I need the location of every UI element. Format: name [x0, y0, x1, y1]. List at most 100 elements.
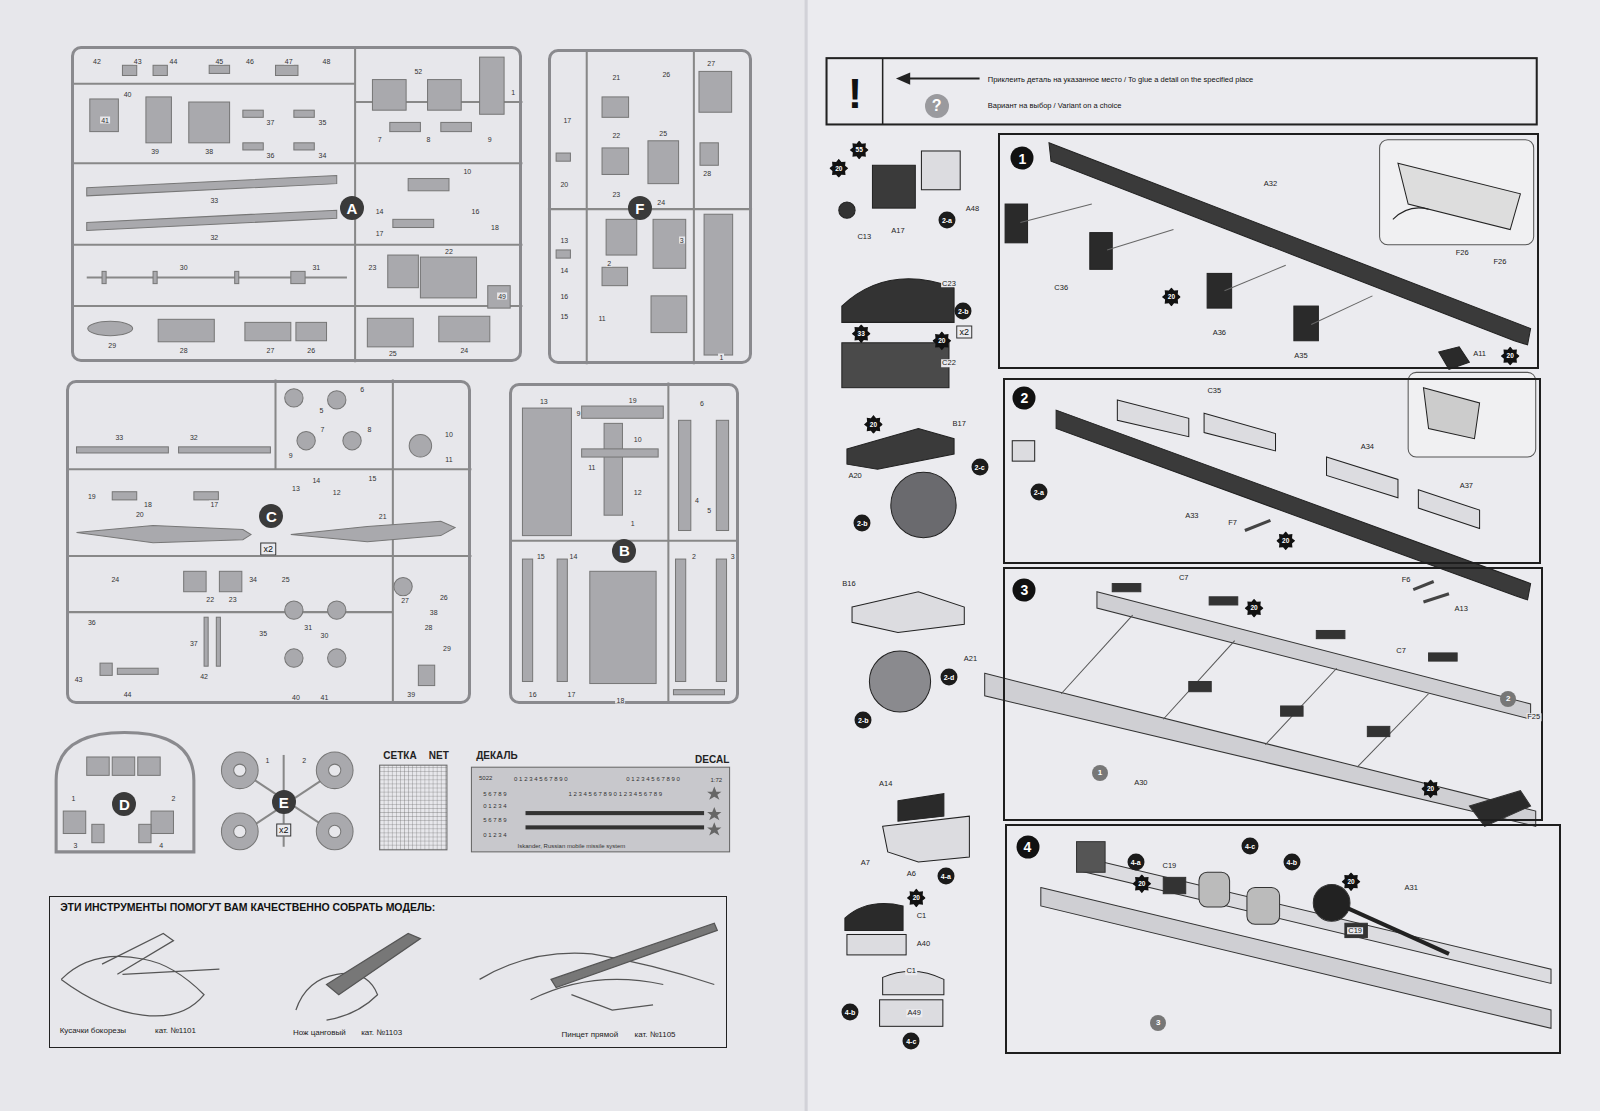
- tool-sketches: [571, 995, 653, 1010]
- part-number: 34: [248, 575, 258, 582]
- part-number: 10: [444, 430, 454, 437]
- part-number: 33: [114, 433, 124, 440]
- part-label: A31: [1404, 884, 1419, 892]
- sprue-b-parts: [582, 449, 659, 457]
- part-number: 37: [266, 119, 276, 126]
- part-number: 6: [359, 385, 365, 392]
- part-number: 23: [228, 595, 238, 602]
- part-number: 42: [199, 672, 209, 679]
- step-1-drawing: [1408, 372, 1536, 457]
- part-number: 14: [375, 208, 385, 215]
- subassembly-drawings: [921, 151, 960, 190]
- part-label: A33: [1184, 513, 1199, 521]
- sprue-f-parts: [586, 49, 588, 364]
- part-number: 17: [567, 690, 577, 697]
- sprue-c-parts: [66, 380, 471, 704]
- sprue-f-parts: [700, 143, 718, 165]
- glue-star: 20: [907, 888, 926, 907]
- sprue-e: [316, 752, 353, 789]
- part-number: 2: [606, 260, 612, 267]
- part-label: A34: [1360, 443, 1375, 451]
- sprue-a-parts: [355, 162, 522, 164]
- part-label: A40: [916, 940, 931, 948]
- sprue-b-parts: [716, 559, 726, 681]
- part-number: 28: [702, 170, 712, 177]
- step-1-drawing: [1380, 140, 1534, 245]
- part-number: 4: [694, 497, 700, 504]
- sprue-d: [138, 757, 160, 775]
- part-label: A32: [1263, 180, 1278, 188]
- glue-star: 20: [1162, 287, 1181, 306]
- part-number: 21: [378, 513, 388, 520]
- step-2-drawing: [1056, 410, 1530, 600]
- part-number: 17: [375, 229, 385, 236]
- part-label: A17: [890, 227, 905, 235]
- sprue-b-parts: [716, 420, 728, 530]
- sprue-f-parts: [648, 141, 679, 184]
- legend-frame: [896, 72, 910, 84]
- part-number: 27: [266, 347, 276, 354]
- part-number: 2: [301, 757, 307, 764]
- part-number: 31: [311, 264, 321, 271]
- sprue-b-parts: [676, 559, 686, 681]
- part-number: 5: [318, 407, 324, 414]
- part-number: 40: [123, 90, 133, 97]
- part-number: 11: [587, 464, 596, 471]
- step-3-drawing: [1061, 615, 1132, 694]
- legend-text: Вариант на выбор / Variant on a choice: [988, 102, 1122, 110]
- subassembly-badge: 2-d: [940, 668, 957, 685]
- part-number: 24: [110, 575, 120, 582]
- subassembly-badge: 2-b: [854, 515, 871, 532]
- subassembly-drawings: [880, 1000, 943, 1027]
- part-label: F26: [1455, 249, 1470, 257]
- subassembly-drawings: [869, 651, 930, 712]
- part-number: 44: [123, 690, 133, 697]
- decal-text: 0 1 2 3 4: [483, 832, 506, 838]
- step-reference: 1: [1092, 765, 1108, 781]
- part-number: 1: [71, 794, 77, 801]
- part-number: 1: [630, 520, 636, 527]
- part-number: 24: [459, 347, 469, 354]
- tools-box: ЭТИ ИНСТРУМЕНТЫ ПОМОГУТ ВАМ КАЧЕСТВЕННО …: [49, 896, 727, 1048]
- part-number: 6: [699, 400, 705, 407]
- part-label: F7: [1227, 520, 1238, 528]
- part-number: 26: [306, 347, 316, 354]
- step-3-drawing: [1097, 592, 1531, 720]
- step-2-drawing: [1245, 520, 1271, 530]
- step-2-drawing: [1012, 400, 1530, 602]
- glue-star: 20: [864, 415, 883, 434]
- sprue-a-parts: [296, 322, 327, 340]
- part-number: 8: [366, 425, 372, 432]
- sprue-c-parts: [394, 577, 412, 595]
- sprue-a-parts: [71, 83, 355, 85]
- part-number: 42: [92, 58, 102, 65]
- sprue-f-parts: [606, 219, 637, 255]
- sprue-d: [87, 757, 109, 775]
- sprue-b-parts: [509, 383, 739, 704]
- sprue-a-parts: [294, 110, 314, 117]
- part-label: C36: [1053, 284, 1069, 292]
- tool-sketches: [102, 933, 173, 974]
- subassembly-badge: 2-b: [855, 712, 872, 729]
- step-2-drawing: [1413, 582, 1433, 590]
- sprue-b-parts: [679, 420, 691, 530]
- part-label: C7: [1178, 574, 1190, 582]
- sprue-letter: C: [259, 504, 283, 528]
- step-2-drawing: [1117, 400, 1188, 437]
- sprue-a-parts: [87, 57, 510, 347]
- part-label: C23: [941, 280, 957, 288]
- part-number: 16: [528, 690, 538, 697]
- sprue-c-parts: [285, 601, 303, 619]
- part-number: 2: [691, 553, 697, 560]
- sprue-c-parts: [219, 571, 241, 591]
- subassembly-drawings: [847, 935, 906, 955]
- step-1-drawing: [1207, 273, 1231, 308]
- tool-caption: Пинцет прямой: [561, 1031, 618, 1039]
- sprue-f-parts: [602, 267, 628, 285]
- sprue-d: [92, 824, 104, 842]
- legend-frame: [882, 58, 884, 124]
- subassembly-drawings: [842, 343, 949, 388]
- part-number: 35: [258, 629, 268, 636]
- sprue-a-parts: [146, 97, 172, 143]
- part-number: 11: [444, 456, 453, 463]
